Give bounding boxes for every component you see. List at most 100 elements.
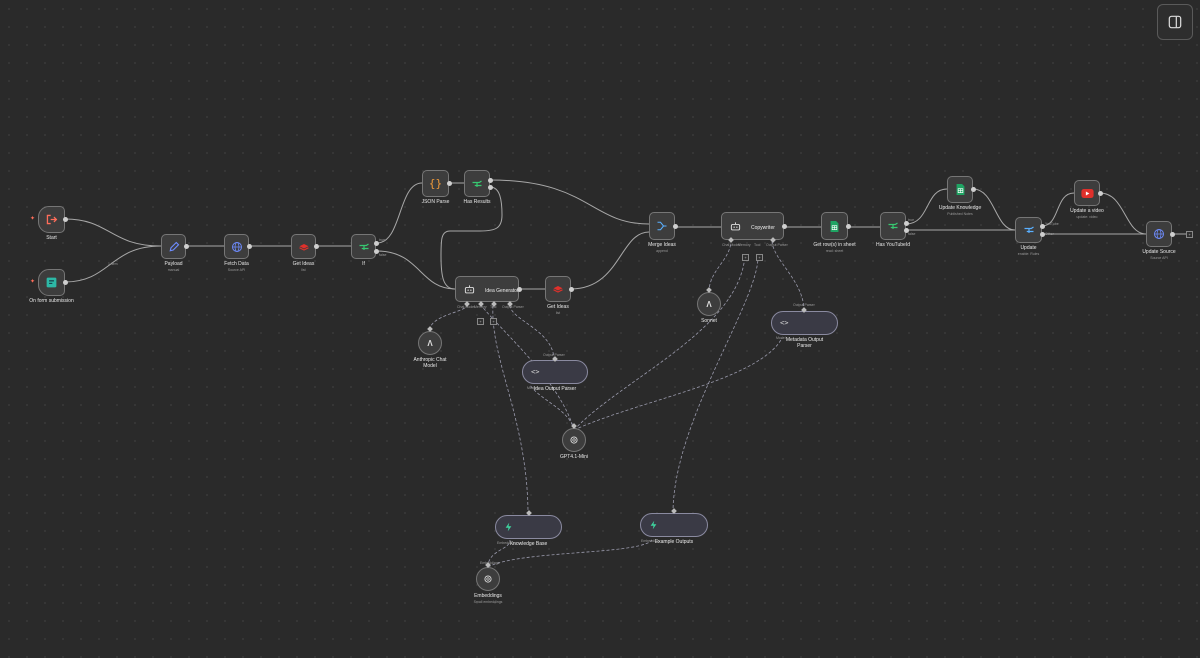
add-memory-button[interactable]: + — [742, 254, 749, 261]
branch-icon — [887, 220, 899, 232]
output-handle[interactable] — [569, 287, 574, 292]
edge-label: Model — [527, 386, 537, 390]
node-title: Idea Generator — [485, 287, 519, 294]
merge-icon — [656, 220, 668, 232]
node-subtitle: Source API — [227, 268, 246, 272]
node-subtitle: read: sheet — [825, 249, 844, 253]
output-handle[interactable] — [904, 228, 909, 233]
output-handle[interactable] — [1098, 191, 1103, 196]
node-title: Get Ideas — [292, 261, 315, 267]
output-handle[interactable] — [846, 224, 851, 229]
output-handle[interactable] — [1170, 232, 1175, 237]
output-handle[interactable] — [1040, 224, 1045, 229]
node-example-outputs[interactable]: Example Outputs — [640, 513, 708, 545]
edge-label: Output Parser — [793, 303, 815, 307]
node-title: Embeddings — [474, 593, 502, 599]
output-handle[interactable] — [374, 249, 379, 254]
edge-label: Memory — [474, 305, 487, 309]
node-has-youtubeid[interactable]: Has YouTubeId — [876, 212, 910, 248]
output-handle[interactable] — [374, 241, 379, 246]
edge-updknow-update — [972, 188, 1016, 231]
edge-label: true — [379, 238, 386, 242]
edge-gpt-ideagen — [480, 304, 575, 431]
output-handle[interactable] — [971, 187, 976, 192]
output-handle[interactable] — [673, 224, 678, 229]
edge-metaparser-copywriter — [771, 239, 805, 312]
output-handle[interactable] — [517, 287, 522, 292]
output-handle[interactable] — [184, 244, 189, 249]
toggle-side-panel-button[interactable] — [1157, 4, 1193, 40]
anthropic-icon: Λ — [427, 338, 433, 348]
output-handle[interactable] — [63, 217, 68, 222]
node-copywriter[interactable]: Copywriter — [721, 212, 784, 240]
output-handle[interactable] — [247, 244, 252, 249]
youtube-icon — [1080, 188, 1094, 199]
code-icon: <> — [780, 319, 789, 327]
edge-label: true — [908, 218, 915, 222]
node-title: Update Source — [1142, 249, 1176, 255]
trigger-indicator-icon: ✦ — [30, 279, 36, 285]
braces-icon: {} — [428, 177, 443, 190]
redis-icon — [298, 241, 310, 253]
edge-label: 1 item — [108, 262, 118, 266]
node-subtitle: manual — [167, 268, 180, 272]
add-tool-button[interactable]: + — [756, 254, 763, 261]
node-idea-output-parser[interactable]: <> Idea Output Parser — [522, 360, 588, 392]
output-handle[interactable] — [904, 221, 909, 226]
node-subtitle: append — [656, 249, 668, 253]
node-if[interactable]: If — [351, 234, 376, 267]
edge-label: Memory — [738, 243, 751, 247]
robot-icon — [730, 221, 741, 232]
node-has-results[interactable]: Has Results — [464, 170, 490, 205]
node-json-parse[interactable]: {} JSON Parse — [422, 170, 449, 205]
edge-embeddings-examples — [487, 539, 653, 568]
edge-label: Tool — [490, 305, 496, 309]
output-handle[interactable] — [488, 178, 493, 183]
node-gpt41-mini[interactable]: GPT4.1-Mini — [560, 428, 588, 460]
branch-icon — [471, 178, 483, 190]
node-start[interactable]: Start — [38, 206, 65, 241]
add-next-node-button[interactable]: + — [1186, 231, 1193, 238]
edge-examples-copywriter — [672, 254, 759, 514]
node-metadata-output-parser[interactable]: <> Metadata Output Parser — [771, 311, 838, 349]
node-form-submission[interactable]: On form submission — [29, 269, 74, 304]
output-handle[interactable] — [314, 244, 319, 249]
node-subtitle: Published Notes — [947, 212, 973, 216]
node-title: Anthropic Chat Model — [413, 357, 447, 369]
output-handle[interactable] — [447, 181, 452, 186]
pencil-icon — [168, 241, 180, 253]
node-title: Copywriter — [751, 224, 775, 231]
globe-icon — [1153, 228, 1165, 240]
add-tool-button[interactable]: + — [490, 318, 497, 325]
node-sonnet[interactable]: Λ Sonnet — [697, 292, 721, 324]
robot-icon — [464, 284, 475, 295]
edge-label: Model — [776, 336, 786, 340]
node-anthropic-chat-model[interactable]: Λ Anthropic Chat Model — [413, 331, 447, 369]
output-handle[interactable] — [782, 224, 787, 229]
output-handle[interactable] — [1040, 232, 1045, 237]
add-memory-button[interactable]: + — [477, 318, 484, 325]
node-title: GPT4.1-Mini — [559, 454, 589, 460]
edge-update-updvideo — [1041, 192, 1075, 227]
trigger-indicator-icon: ✦ — [30, 216, 36, 222]
output-handle[interactable] — [488, 185, 493, 190]
edge-label: YouTube — [1045, 222, 1059, 226]
output-handle[interactable] — [63, 280, 68, 285]
node-title: Update Knowledge — [938, 205, 982, 211]
node-idea-generator[interactable]: Idea Generator — [455, 276, 519, 302]
edge-if-jsonparse — [376, 182, 423, 244]
node-knowledge-base[interactable]: Knowledge Base — [495, 515, 562, 547]
edge-hasyt-updknow — [905, 188, 948, 225]
